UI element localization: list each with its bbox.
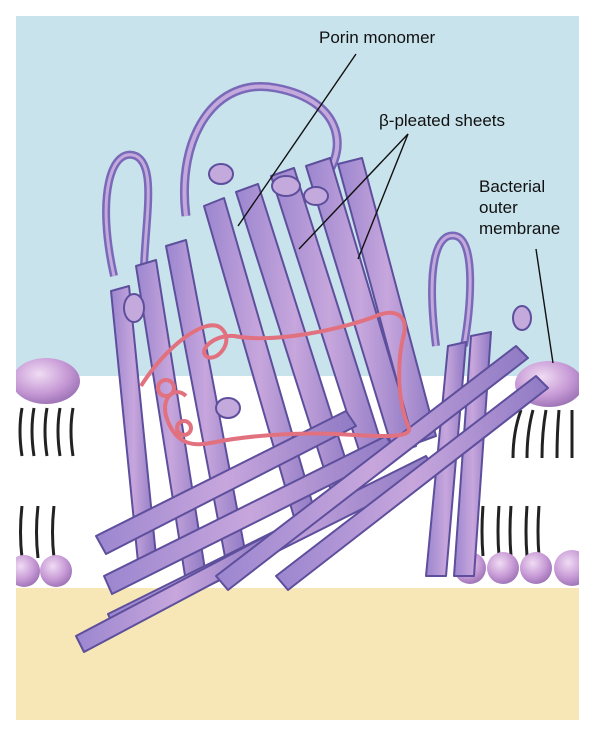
figure-frame: Porin monomer β-pleated sheets Bacterial… xyxy=(16,16,579,720)
membrane-label-line-3: membrane xyxy=(479,218,560,239)
porin-monomer-label: Porin monomer xyxy=(319,27,435,48)
membrane-label-line-1: Bacterial xyxy=(479,176,560,197)
periplasmic-space xyxy=(16,588,579,720)
beta-pleated-sheets-label: β-pleated sheets xyxy=(379,110,505,131)
membrane-label-line-2: outer xyxy=(479,197,560,218)
bacterial-outer-membrane-label: Bacterial outer membrane xyxy=(479,176,560,239)
